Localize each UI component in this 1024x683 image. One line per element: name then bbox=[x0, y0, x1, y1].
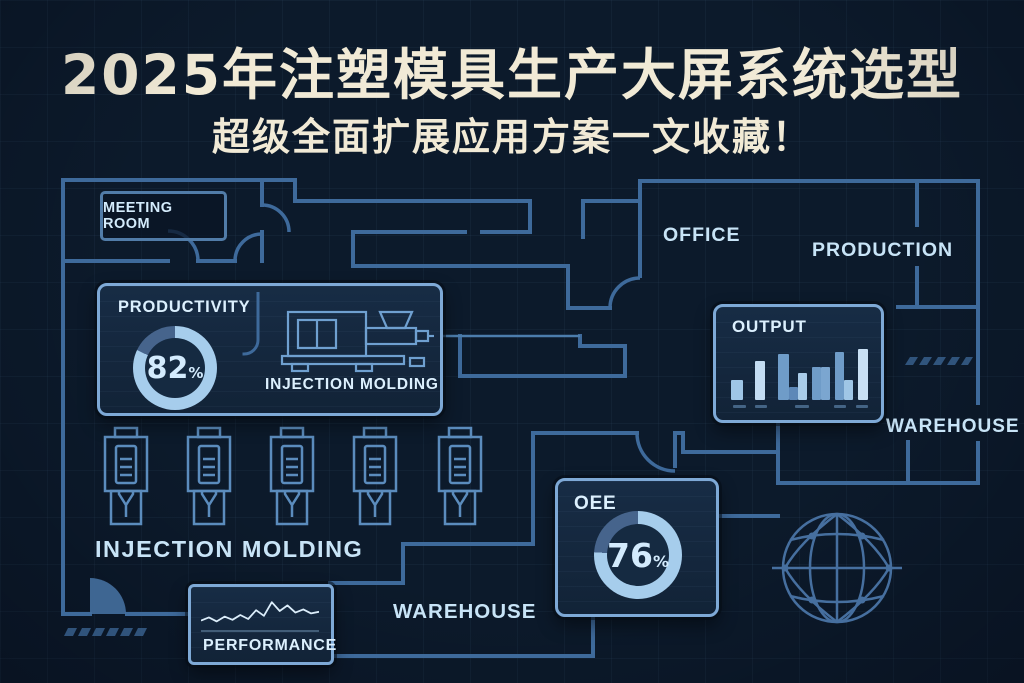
bar bbox=[812, 367, 821, 400]
injection-machine-icon bbox=[103, 426, 149, 526]
injection-molding-area-label: INJECTION MOLDING bbox=[95, 536, 364, 562]
productivity-unit: % bbox=[188, 363, 204, 382]
plan-hook-line bbox=[242, 292, 260, 356]
globe-icon bbox=[772, 512, 902, 624]
axis-tick bbox=[856, 405, 868, 408]
injection-machine-icon bbox=[269, 426, 315, 526]
productivity-gauge: 82 % bbox=[133, 326, 217, 410]
injection-machine-icon bbox=[437, 426, 483, 526]
bar bbox=[755, 361, 765, 400]
machine-icon-row bbox=[103, 426, 483, 526]
output-panel-title: OUTPUT bbox=[732, 317, 807, 336]
bar bbox=[821, 367, 830, 400]
bar bbox=[844, 380, 853, 400]
performance-panel-title: PERFORMANCE bbox=[203, 637, 338, 654]
bar bbox=[798, 373, 807, 400]
bar bbox=[778, 354, 789, 400]
bar bbox=[858, 349, 868, 400]
office-label: OFFICE bbox=[663, 224, 741, 246]
oee-value: 76 bbox=[607, 535, 653, 575]
performance-line-chart bbox=[201, 601, 319, 632]
productivity-value: 82 bbox=[146, 350, 189, 386]
productivity-panel-title: PRODUCTIVITY bbox=[118, 298, 251, 316]
warehouse-right-label: WAREHOUSE bbox=[886, 416, 1020, 437]
bar bbox=[789, 387, 798, 400]
axis-tick bbox=[795, 405, 809, 408]
oee-unit: % bbox=[652, 551, 669, 571]
axis-tick bbox=[755, 405, 767, 408]
stair-hatch-right bbox=[905, 357, 973, 365]
injection-machine-icon bbox=[352, 426, 398, 526]
meeting-room-label: MEETING ROOM bbox=[103, 200, 173, 232]
page-title: 2025年注塑模具生产大屏系统选型 bbox=[60, 43, 964, 107]
bar bbox=[731, 380, 743, 400]
productivity-machine-label: INJECTION MOLDING bbox=[265, 376, 439, 393]
page-subtitle: 超级全面扩展应用方案一文收藏！ bbox=[211, 115, 812, 159]
performance-panel: PERFORMANCE bbox=[188, 584, 338, 665]
oee-panel-title: OEE bbox=[574, 493, 617, 514]
production-label: PRODUCTION bbox=[812, 239, 954, 261]
warehouse-bottom-label: WAREHOUSE bbox=[393, 600, 537, 623]
walls bbox=[61, 178, 980, 658]
meeting-room-label-box: MEETING ROOM bbox=[100, 191, 227, 241]
door-arcs bbox=[167, 203, 676, 473]
oee-gauge: 76 % bbox=[594, 511, 682, 599]
axis-tick bbox=[834, 405, 846, 408]
output-panel: OUTPUT bbox=[713, 304, 884, 423]
bar bbox=[835, 352, 844, 400]
output-bar-chart bbox=[728, 349, 873, 400]
productivity-panel: PRODUCTIVITY 82 % bbox=[97, 283, 443, 416]
oee-panel: OEE 76 % bbox=[555, 478, 719, 617]
injection-molding-machine-icon bbox=[280, 310, 434, 373]
stair-hatch-left bbox=[64, 628, 147, 636]
door-leaf-filled bbox=[90, 578, 126, 614]
axis-tick bbox=[733, 405, 746, 408]
injection-machine-icon bbox=[186, 426, 232, 526]
